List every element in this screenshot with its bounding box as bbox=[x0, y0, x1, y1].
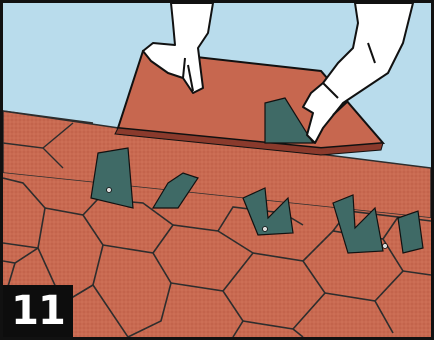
step-number-badge: 11 bbox=[3, 285, 73, 337]
